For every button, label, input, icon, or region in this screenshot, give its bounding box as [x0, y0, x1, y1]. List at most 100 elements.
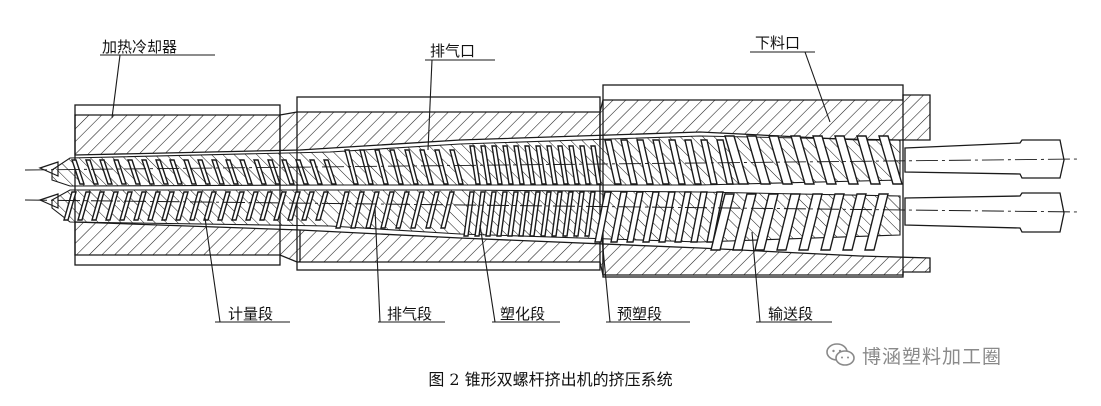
screw-flight	[253, 159, 267, 185]
screw-flight	[642, 191, 660, 243]
screw-flight	[573, 191, 585, 237]
screw-flight	[175, 191, 189, 221]
screw-flight	[776, 193, 801, 251]
screw-flight	[189, 191, 203, 221]
screw-flight	[273, 191, 287, 221]
screw-flight	[365, 191, 380, 229]
shaft-upper	[904, 139, 1065, 179]
screw-flight	[485, 191, 497, 237]
screw-flight	[463, 191, 475, 237]
label-venting-section: 排气段	[387, 305, 433, 323]
screw-flight	[239, 159, 253, 185]
screw-flight	[834, 135, 859, 185]
screw-flight	[395, 191, 410, 229]
screw-flight	[169, 159, 183, 185]
screw-flight	[636, 139, 654, 185]
barrel-bottom	[74, 221, 931, 276]
screw-flight	[77, 191, 91, 221]
screw-flight	[790, 135, 815, 185]
screw-flight	[197, 159, 211, 185]
screw-flight	[434, 149, 449, 185]
barrel-top	[74, 94, 931, 156]
screw-flight	[820, 193, 845, 251]
screw-flight	[133, 191, 147, 221]
screw-flight	[85, 159, 99, 185]
watermark-text: 博涵塑料加工圈	[862, 345, 1003, 368]
screw-flight	[119, 191, 133, 221]
screw-flight	[626, 191, 644, 243]
screw-flight	[562, 191, 574, 237]
screw-flight	[105, 191, 119, 221]
centerlines	[24, 158, 1081, 213]
screw-flight	[217, 191, 231, 221]
screw-flight	[878, 135, 903, 185]
screw-flight	[812, 135, 837, 185]
leader-lines	[100, 51, 832, 323]
label-conveying-section: 输送段	[768, 305, 814, 323]
screw-flight	[604, 139, 622, 185]
screw-flight	[267, 159, 281, 185]
screw-flight	[864, 193, 889, 251]
screw-flight	[768, 135, 793, 185]
shaft-ends	[904, 139, 1065, 233]
screw-flight	[590, 145, 602, 185]
label-vent-port: 排气口	[430, 42, 476, 60]
screw-flight	[440, 191, 455, 229]
screw-flight	[225, 159, 239, 185]
watermark: 博涵塑料加工圈	[826, 340, 1002, 370]
label-preplasticizing-section: 预塑段	[617, 305, 663, 323]
screw-flight	[344, 149, 359, 185]
screw-flight	[594, 191, 612, 243]
screw-flight	[315, 191, 329, 221]
screw-flight	[183, 159, 197, 185]
screw-flight	[231, 191, 245, 221]
screw-flight	[620, 139, 638, 185]
screw-flight	[568, 145, 580, 185]
screw-flight	[374, 149, 389, 185]
screw-flight	[309, 159, 323, 185]
screw-flight	[724, 135, 749, 185]
screw-flight	[513, 145, 525, 185]
screw-flight	[99, 159, 113, 185]
screw-flight	[389, 149, 404, 185]
screw-flight	[147, 191, 161, 221]
screw-flight	[690, 191, 708, 243]
screw-flights	[63, 135, 903, 251]
screw-flight	[540, 191, 552, 237]
screw-flight	[323, 159, 337, 185]
screw-flight	[674, 191, 692, 243]
label-heater-cooler: 加热冷却器	[102, 38, 178, 56]
screw-flight	[798, 193, 823, 251]
screw-flight	[746, 135, 771, 185]
screw-flight	[856, 135, 881, 185]
screw-flight	[474, 191, 486, 237]
screw-flight	[295, 159, 309, 185]
screw-flight	[359, 149, 374, 185]
screw-flight	[71, 159, 85, 185]
screw-flight	[652, 139, 670, 185]
screw-flight	[551, 191, 563, 237]
screw-flight	[203, 191, 217, 221]
shaft-lower	[904, 192, 1065, 233]
label-plasticizing-section: 塑化段	[500, 305, 546, 323]
screw-flight	[425, 191, 440, 229]
screw-flight	[350, 191, 365, 229]
tip-markers	[38, 161, 59, 209]
screw-flight	[91, 191, 105, 221]
screw-flight	[557, 145, 569, 185]
screw-flight	[245, 191, 259, 221]
figure-caption: 图 2 锥形双螺杆挤出机的挤压系统	[428, 370, 673, 389]
screw-flight	[496, 191, 508, 237]
screw-flight	[155, 159, 169, 185]
screw-flight	[668, 139, 686, 185]
screw-flight	[287, 191, 301, 221]
screw-flight	[449, 149, 464, 185]
screw-flight	[732, 193, 757, 251]
screw-flight	[842, 193, 867, 251]
screw-flight	[127, 159, 141, 185]
screw-flight	[584, 191, 596, 237]
wechat-icon	[826, 343, 855, 366]
screw-flight	[419, 149, 434, 185]
screw-flight	[610, 191, 628, 243]
